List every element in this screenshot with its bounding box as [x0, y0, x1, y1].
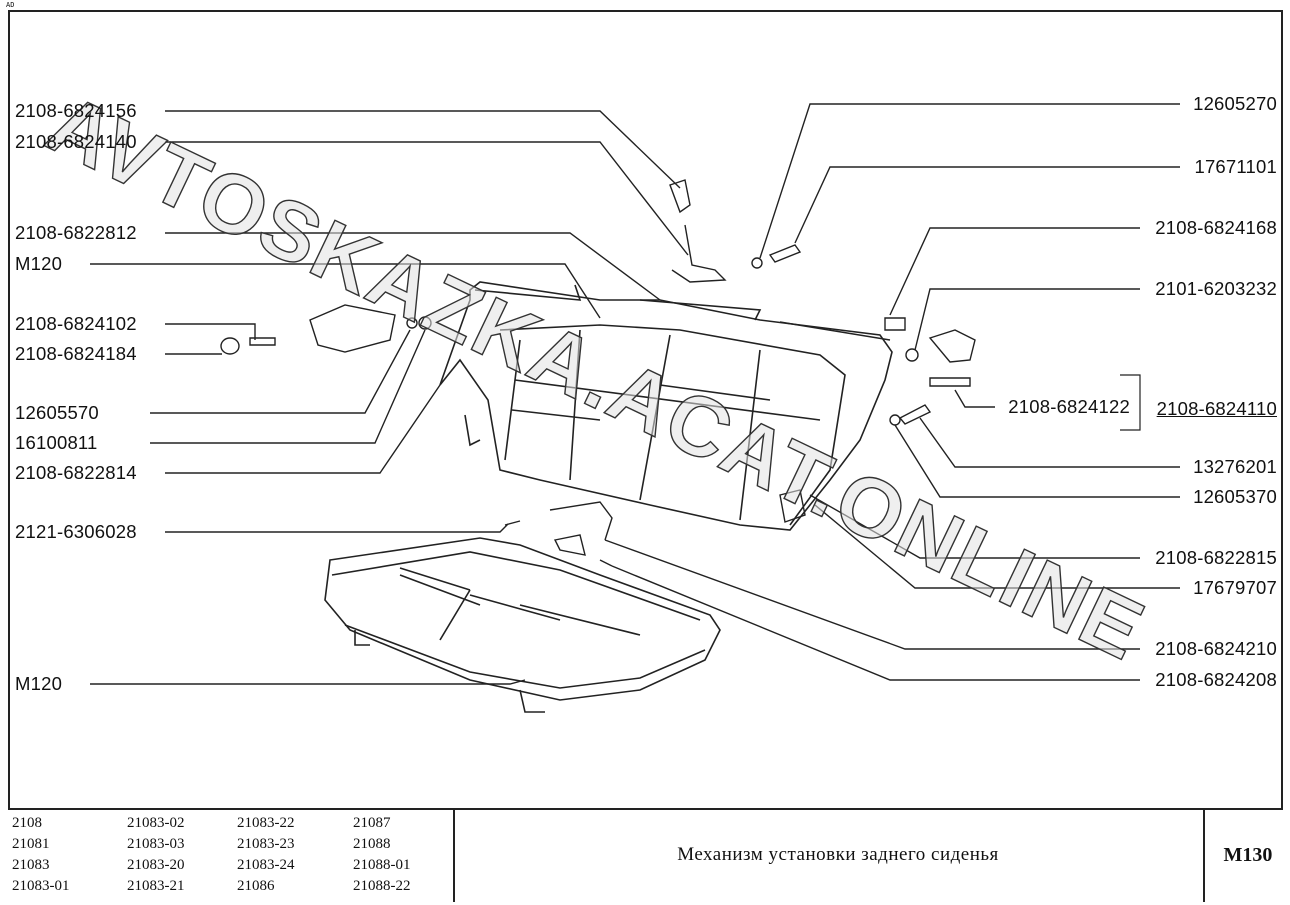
- part-number-label: 2108-6822815: [1155, 547, 1277, 568]
- part-number-label: 2108-6824210: [1155, 638, 1277, 659]
- leader-line: [150, 329, 426, 444]
- model-code: 2108: [12, 815, 42, 831]
- leader-line: [165, 523, 509, 533]
- leader-line: [165, 110, 681, 189]
- part-number-label: 2108-6824208: [1155, 669, 1277, 690]
- leader-line: [165, 323, 256, 340]
- part-number-label: 12605370: [1193, 486, 1277, 507]
- leader-line: [611, 565, 1140, 681]
- seat-cushion: [324, 537, 721, 713]
- part-number-label: 17671101: [1194, 156, 1277, 177]
- part-number-label: 2121-6306028: [15, 521, 137, 542]
- part-number-label: 2108-6822814: [15, 462, 137, 483]
- leader-lines: [90, 103, 1180, 685]
- model-code: 21081: [12, 836, 50, 852]
- part-number-label: 2108-6824122: [1008, 396, 1130, 417]
- leader-line: [759, 103, 1180, 259]
- corner-mark: AD: [6, 1, 15, 9]
- leader-line: [604, 539, 1140, 650]
- model-code: 21086: [237, 878, 275, 894]
- seat-back: [439, 281, 893, 531]
- leader-line: [150, 329, 411, 414]
- part-number-label: M120: [15, 253, 63, 274]
- model-code: 21083-24: [237, 857, 295, 873]
- divider: [1203, 810, 1205, 902]
- drawing-code: M130: [1223, 843, 1273, 866]
- part-number-label: 2108-6824168: [1155, 217, 1277, 238]
- leader-line: [809, 494, 1140, 559]
- leader-line: [919, 417, 1180, 468]
- group-bracket: [1120, 374, 1141, 431]
- leader-line: [794, 166, 1180, 244]
- part-number-label: 12605570: [15, 402, 99, 423]
- model-code: 21083-01: [12, 878, 70, 894]
- leader-line: [90, 679, 526, 685]
- leader-line: [814, 504, 1180, 589]
- part-number-label: 2108-6824110: [1156, 398, 1277, 419]
- model-code: 21083-03: [127, 836, 185, 852]
- leader-line: [165, 384, 441, 474]
- part-number-label: 12605270: [1193, 93, 1277, 114]
- model-code: 21088-22: [353, 878, 411, 894]
- part-number-label: 2108-6822812: [15, 222, 137, 243]
- leader-line: [165, 141, 689, 256]
- model-code: 21087: [353, 815, 391, 831]
- leader-line: [889, 227, 1140, 316]
- model-code: 21088: [353, 836, 391, 852]
- leader-line: [165, 232, 661, 301]
- leader-line: [954, 389, 995, 408]
- model-code: 21083-22: [237, 815, 295, 831]
- divider: [453, 810, 455, 902]
- model-code: 21083: [12, 857, 50, 873]
- drawing-title: Механизм установки заднего сиденья: [677, 844, 999, 865]
- leader-line: [894, 424, 1180, 498]
- model-code: 21083-23: [237, 836, 295, 852]
- part-number-label: 17679707: [1193, 577, 1277, 598]
- part-number-label: 2108-6824184: [15, 343, 137, 364]
- part-number-label: M120: [15, 673, 63, 694]
- part-number-label: 2108-6824102: [15, 313, 137, 334]
- model-code: 21088-01: [353, 857, 411, 873]
- part-number-label: 16100811: [15, 432, 98, 453]
- model-list: 2108 21083-02 21083-22 21087 21081 21083-03 21…: [12, 814, 453, 895]
- title-block: 2108 21083-02 21083-22 21087 21081 21083-03 21…: [8, 808, 1283, 902]
- model-code: 21083-21: [127, 878, 185, 894]
- part-number-label: 2108-6824140: [15, 131, 137, 152]
- model-code: 21083-20: [127, 857, 185, 873]
- leader-line: [90, 263, 601, 319]
- leader-line: [914, 288, 1140, 351]
- part-number-label: 2101-6203232: [1155, 278, 1277, 299]
- part-number-label: 2108-6824156: [15, 100, 137, 121]
- part-number-label: 13276201: [1193, 456, 1277, 477]
- model-code: 21083-02: [127, 815, 185, 831]
